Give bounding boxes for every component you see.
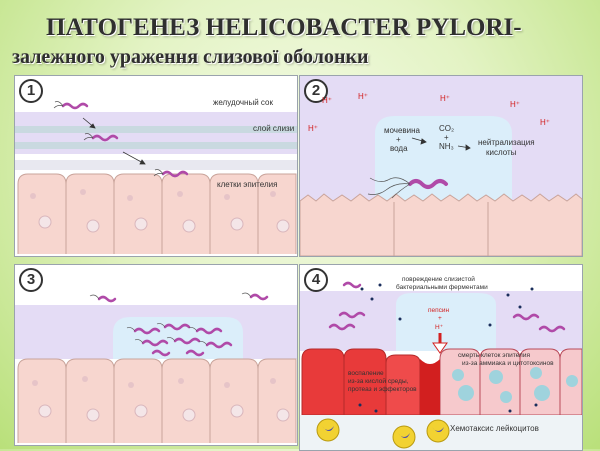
mucus-band xyxy=(15,142,297,149)
h-plus-ion: H⁺ xyxy=(358,92,368,101)
cell-death-label: смерть клеток эпителия xyxy=(458,352,530,359)
panel-number: 3 xyxy=(19,268,43,292)
panel-number: 4 xyxy=(304,268,328,292)
h-plus-label: H⁺ xyxy=(435,324,444,331)
epithelium-cells xyxy=(17,358,297,443)
erosion xyxy=(420,359,440,415)
h-plus-ion: H⁺ xyxy=(308,124,318,133)
mucus-layer-label: слой слизи xyxy=(253,124,295,133)
epithelium-surface xyxy=(300,193,582,256)
h-plus-ion: H⁺ xyxy=(540,118,550,127)
enzymes-label: бактериальными ферментами xyxy=(396,284,488,291)
urea-label: мочевина xyxy=(384,126,420,135)
epithelial-cells-label: клетки эпителия xyxy=(217,180,278,189)
inflamed-cells xyxy=(301,348,421,416)
bacteria xyxy=(61,102,189,178)
plus-sign: + xyxy=(438,315,442,322)
leukocytes xyxy=(316,418,450,449)
epithelium-cells xyxy=(17,173,297,254)
bacterium xyxy=(367,177,448,199)
mucosa-damage-label: повреждение слизистой xyxy=(402,276,475,283)
panel-1-illustration xyxy=(15,101,297,254)
cell-borders xyxy=(393,202,489,256)
enzyme-dots xyxy=(358,283,538,413)
plus-sign: + xyxy=(396,135,401,144)
gastric-juice-label: желудочный сок xyxy=(213,98,273,107)
plus-sign: + xyxy=(444,133,449,142)
panel-4-illustration xyxy=(300,281,582,450)
h-plus-ion: H⁺ xyxy=(322,96,332,105)
panel-3-illustration xyxy=(15,292,297,443)
acid-label: кислоты xyxy=(486,148,517,157)
mucus-band xyxy=(15,160,297,170)
bacteria xyxy=(328,281,566,333)
neutralization-label: нейтрализация xyxy=(478,138,535,147)
panel-3-colonization: 3 xyxy=(14,264,298,446)
co2-label: CO₂ xyxy=(439,124,455,133)
panel-1-bacteria-entry: 1 желудочный сок слой слизи клетки эпите… xyxy=(14,75,298,257)
inflammation-cause-label: из-за кислой среды, xyxy=(348,378,409,385)
panel-2-acid-neutralization: 2 H⁺ H⁺ H⁺ H⁺ H⁺ H⁺ мочевина + вода CO₂ … xyxy=(299,75,583,257)
mucus-band xyxy=(15,126,297,133)
damage-arrow xyxy=(432,333,448,354)
inflammation-label: воспаление xyxy=(348,370,384,377)
panel-number: 2 xyxy=(304,79,328,103)
cell-death-cause-label: из-за аммиака и цитотоксинов xyxy=(462,360,554,367)
title-line-1: ПАТОГЕНЕЗ HELICOBACTER PYLORI- xyxy=(46,14,522,41)
panel-number: 1 xyxy=(19,79,43,103)
movement-arrows xyxy=(82,117,146,165)
panel-4-tissue-damage: 4 повреждение слизистой бактериальными ф… xyxy=(299,264,583,451)
inflammation-cause-label-2: протеаз и эффекторов xyxy=(348,386,417,393)
pepsin-label: пепсин xyxy=(428,307,450,314)
h-plus-ion: H⁺ xyxy=(510,100,520,109)
ammonia-label: NH₃ xyxy=(439,142,454,151)
bacteria-flagella xyxy=(89,292,252,346)
title-line-2: залежного ураження слизової оболонки xyxy=(12,46,369,68)
arrows xyxy=(411,137,471,151)
water-label: вода xyxy=(390,144,408,153)
dying-cells xyxy=(439,348,582,416)
panel-2-illustration xyxy=(300,76,582,256)
bacteria-colony xyxy=(97,293,269,357)
bacteria-flagella xyxy=(53,101,164,177)
h-plus-ion: H⁺ xyxy=(440,94,450,103)
neutralized-cloud xyxy=(375,116,512,201)
chemotaxis-label: Хемотаксис лейкоцитов xyxy=(450,424,539,433)
damage-zone xyxy=(396,293,496,351)
